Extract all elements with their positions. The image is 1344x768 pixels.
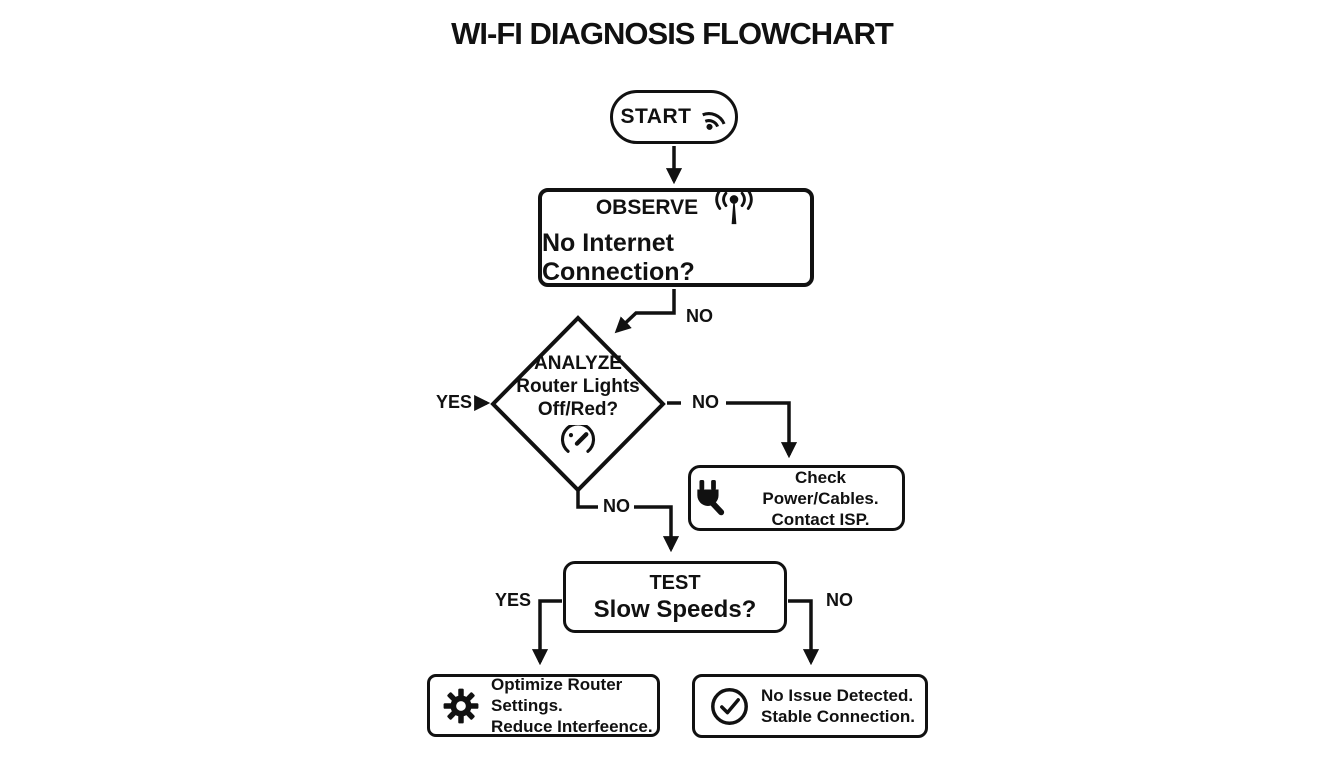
gauge-icon	[557, 425, 599, 456]
start-label: START	[620, 105, 692, 128]
analyze-node: ANALYZE Router Lights Off/Red?	[478, 352, 678, 456]
power-plug-icon	[691, 478, 727, 518]
check-circle-icon	[709, 686, 750, 727]
edge-analyze-to-test	[634, 505, 680, 553]
observe-step-label: OBSERVE	[595, 195, 699, 219]
antenna-broadcast-icon	[712, 188, 756, 227]
test-question: Slow Speeds?	[593, 596, 757, 623]
edge-test-to-noissue	[788, 599, 820, 666]
edge-analyze-no-down-stub	[576, 491, 598, 509]
edge-label-test-no: NO	[826, 590, 853, 610]
edge-observe-to-analyze	[614, 289, 676, 334]
optimize-line2: Reduce Interfeence.	[491, 717, 653, 736]
optimize-node: Optimize Router Settings. Reduce Interfe…	[427, 674, 660, 737]
edge-analyze-to-checkpower	[726, 401, 798, 459]
analyze-question-line1: Router Lights	[516, 376, 640, 397]
test-step-label: TEST	[649, 572, 701, 594]
analyze-question-line2: Off/Red?	[537, 399, 619, 420]
no-issue-line2: Stable Connection.	[761, 707, 915, 726]
no-issue-node: No Issue Detected. Stable Connection.	[692, 674, 928, 738]
optimize-line1: Optimize Router Settings.	[491, 675, 623, 715]
check-power-line2: Contact ISP.	[771, 509, 870, 529]
wifi-signal-icon	[700, 104, 727, 131]
edge-label-test-yes: YES	[495, 590, 532, 610]
check-power-node: Check Power/Cables. Contact ISP.	[688, 465, 905, 531]
no-issue-line1: No Issue Detected.	[761, 686, 914, 705]
edge-label-analyze-yes: YES	[436, 392, 473, 412]
edge-label-analyze-no-down: NO	[603, 496, 630, 516]
gear-icon	[442, 687, 480, 725]
analyze-step-label: ANALYZE	[534, 353, 622, 374]
flowchart-title: WI-FI DIAGNOSIS FLOWCHART	[451, 16, 894, 51]
edge-label-observe-no: NO	[686, 306, 713, 326]
edge-label-analyze-no-right: NO	[692, 392, 719, 412]
analyze-diamond-shape	[490, 315, 666, 493]
check-power-line1: Check Power/Cables.	[762, 467, 879, 508]
edge-test-to-optimize	[531, 599, 562, 666]
observe-question: No Internet Connection?	[542, 228, 695, 286]
start-node: START	[610, 90, 738, 144]
test-node: TEST Slow Speeds?	[563, 561, 787, 633]
observe-node: OBSERVE No Internet Connection?	[538, 188, 814, 287]
